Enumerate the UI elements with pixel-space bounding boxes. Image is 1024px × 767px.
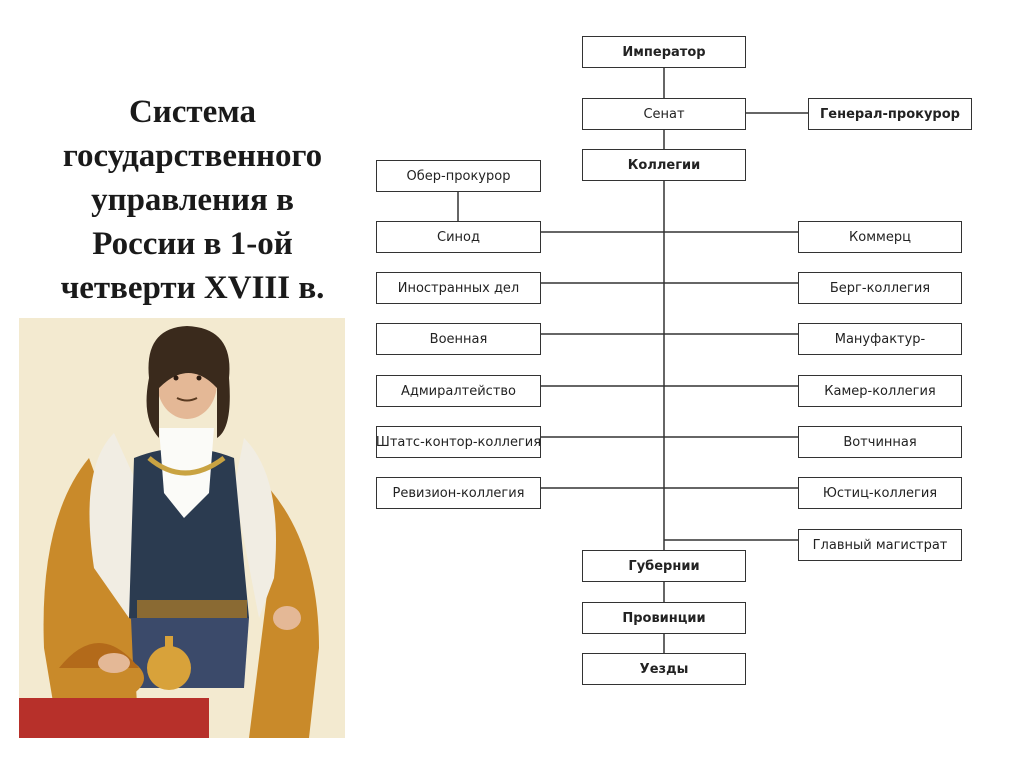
title-line: Система <box>128 94 257 130</box>
node-synod: Синод <box>376 221 541 253</box>
node-berg: Берг-коллегия <box>798 272 962 304</box>
node-military: Военная <box>376 323 541 355</box>
node-kamer: Камер-коллегия <box>798 375 962 407</box>
node-label: Берг-коллегия <box>829 280 931 296</box>
node-revizion: Ревизион-коллегия <box>376 477 541 509</box>
node-label: Император <box>622 44 706 60</box>
peter-the-great-portrait <box>19 318 345 738</box>
node-label: Уезды <box>639 661 689 677</box>
node-gubernii: Губернии <box>582 550 746 582</box>
node-provintsii: Провинции <box>582 602 746 634</box>
title-line: управления в <box>91 182 294 218</box>
node-kommerts: Коммерц <box>798 221 962 253</box>
node-label: Обер-прокурор <box>406 168 511 184</box>
node-label: Военная <box>429 331 488 347</box>
node-label: Главный магистрат <box>812 537 948 553</box>
node-label: Штатс-контор-коллегия <box>375 434 542 450</box>
node-label: Юстиц-коллегия <box>822 485 938 501</box>
slide-title: Система государственного управления в Ро… <box>20 90 365 310</box>
title-line: четверти XVIII в. <box>60 270 325 306</box>
node-magistrat: Главный магистрат <box>798 529 962 561</box>
node-label: Сенат <box>643 106 685 122</box>
node-shtats-kontor: Штатс-контор-коллегия <box>376 426 541 458</box>
node-label: Провинции <box>622 610 706 626</box>
node-label: Синод <box>437 229 480 245</box>
node-votchinnaya: Вотчинная <box>798 426 962 458</box>
node-uezdy: Уезды <box>582 653 746 685</box>
node-label: Иностранных дел <box>397 280 520 296</box>
node-label: Адмиралтейство <box>400 383 517 399</box>
node-label: Камер-коллегия <box>824 383 936 399</box>
node-prosecutor-general: Генерал-прокурор <box>808 98 972 130</box>
node-label: Мануфактур- <box>834 331 926 347</box>
node-label: Ревизион-коллегия <box>392 485 525 501</box>
node-justits: Юстиц-коллегия <box>798 477 962 509</box>
node-label: Коммерц <box>849 229 911 245</box>
node-admiralty: Адмиралтейство <box>376 375 541 407</box>
node-label: Генерал-прокурор <box>820 106 960 122</box>
node-collegia: Коллегии <box>582 149 746 181</box>
node-label: Губернии <box>628 558 700 574</box>
node-emperor: Император <box>582 36 746 68</box>
title-line: России в 1-ой <box>92 226 293 262</box>
node-label: Вотчинная <box>843 434 917 450</box>
node-label: Коллегии <box>627 157 701 173</box>
title-line: государственного <box>62 138 323 174</box>
node-senate: Сенат <box>582 98 746 130</box>
node-ober-procurator: Обер-прокурор <box>376 160 541 192</box>
node-manufaktur: Мануфактур- <box>798 323 962 355</box>
node-foreign-affairs: Иностранных дел <box>376 272 541 304</box>
